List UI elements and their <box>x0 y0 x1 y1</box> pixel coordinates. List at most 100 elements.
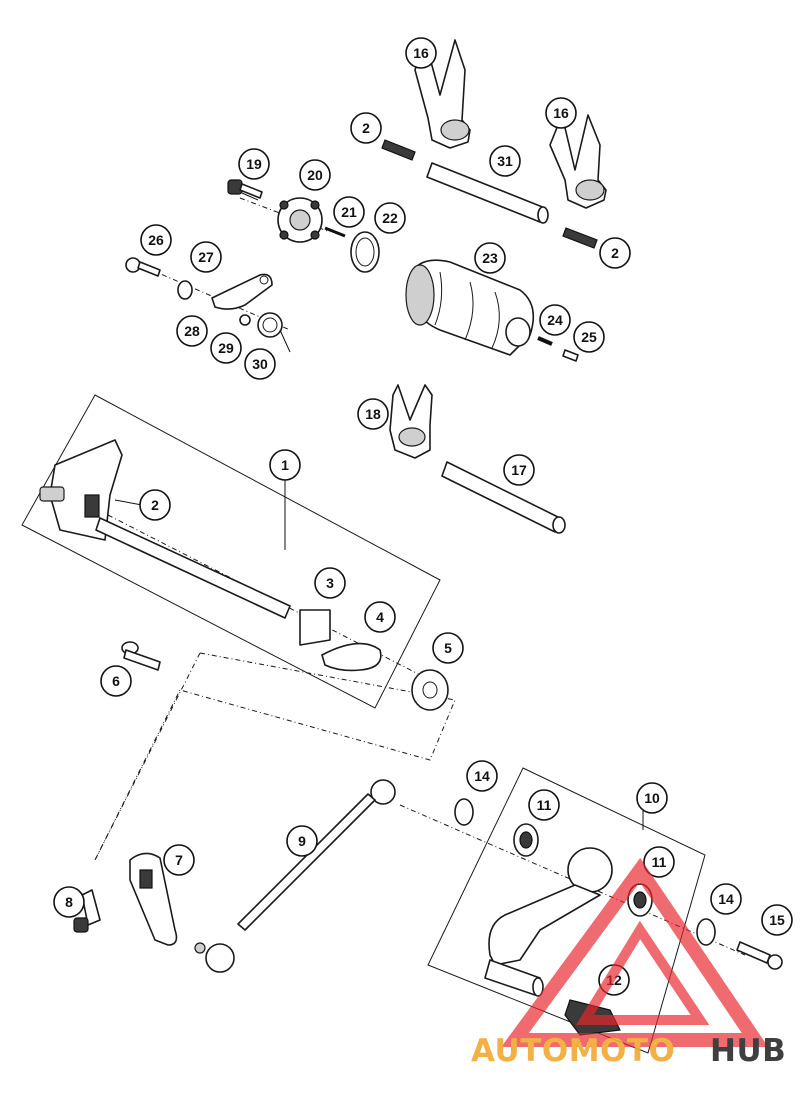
bolt-8 <box>73 889 101 933</box>
svg-text:16: 16 <box>553 105 569 121</box>
callout-10: 10 <box>636 782 668 814</box>
svg-text:2: 2 <box>362 120 370 136</box>
callout-14-upper: 14 <box>466 760 498 792</box>
svg-text:29: 29 <box>218 340 234 356</box>
spring-30 <box>257 312 291 353</box>
callout-6: 6 <box>100 665 132 697</box>
svg-text:15: 15 <box>769 912 785 928</box>
bolt-6 <box>121 641 161 671</box>
callout-1: 1 <box>269 449 301 481</box>
svg-text:4: 4 <box>376 609 384 625</box>
callout-19: 19 <box>238 148 270 180</box>
svg-text:8: 8 <box>65 894 73 910</box>
svg-text:22: 22 <box>382 210 398 226</box>
callout-11-lower: 11 <box>643 846 675 878</box>
watermark-logo: AUTOMOTO HUB <box>471 857 786 1069</box>
spring-4 <box>321 642 382 672</box>
svg-text:23: 23 <box>482 250 498 266</box>
svg-text:14: 14 <box>718 891 734 907</box>
shift-fork-upper-right <box>549 114 607 209</box>
callout-26: 26 <box>140 224 172 256</box>
callout-2-right: 2 <box>599 237 631 269</box>
callout-7: 7 <box>163 844 195 876</box>
callout-20: 20 <box>299 159 331 191</box>
watermark-text-automoto: AUTOMOTO <box>471 1033 675 1069</box>
callouts: 16 16 2 2 2 31 19 20 21 22 23 26 27 28 2… <box>53 37 793 996</box>
svg-text:18: 18 <box>365 406 381 422</box>
bearing-11-upper <box>513 823 539 857</box>
shift-drum <box>405 259 535 356</box>
shift-linkage-rod <box>194 779 396 973</box>
callout-29: 29 <box>210 332 242 364</box>
callout-22: 22 <box>374 202 406 234</box>
washer-5 <box>411 669 449 711</box>
svg-text:6: 6 <box>112 673 120 689</box>
watermark-text-hub: HUB <box>710 1033 786 1069</box>
svg-text:24: 24 <box>547 312 563 328</box>
callout-28: 28 <box>176 315 208 347</box>
callout-9: 9 <box>286 825 318 857</box>
callout-5: 5 <box>432 632 464 664</box>
svg-text:19: 19 <box>246 156 262 172</box>
washer-14-upper <box>454 798 474 826</box>
ring-22 <box>350 231 380 273</box>
svg-text:31: 31 <box>497 153 513 169</box>
fork-rod-lower <box>441 461 566 534</box>
callout-15: 15 <box>761 904 793 936</box>
callout-2-shaft: 2 <box>139 489 171 521</box>
spring-upper <box>381 139 416 161</box>
callout-25: 25 <box>573 321 605 353</box>
shift-pedal <box>484 847 613 997</box>
svg-text:11: 11 <box>537 797 552 813</box>
svg-text:26: 26 <box>148 232 164 248</box>
callout-16-upper: 16 <box>405 37 437 69</box>
shift-fork-upper <box>414 39 471 149</box>
pin-24 <box>537 336 553 346</box>
callout-23: 23 <box>474 242 506 274</box>
watermark-triangle-outer <box>501 857 769 1047</box>
callout-14-lower: 14 <box>710 883 742 915</box>
callout-11-upper: 11 <box>528 789 560 821</box>
watermark-triangle-inner <box>576 920 710 1025</box>
washer-14-lower <box>696 918 716 946</box>
bolt-15 <box>736 941 783 970</box>
svg-text:14: 14 <box>474 768 490 784</box>
leader-lines <box>114 192 644 830</box>
callout-16-lower: 16 <box>545 97 577 129</box>
callout-8: 8 <box>53 886 85 918</box>
callout-27: 27 <box>190 241 222 273</box>
svg-text:3: 3 <box>326 575 334 591</box>
fork-rod <box>426 162 549 224</box>
svg-text:10: 10 <box>644 790 660 806</box>
clip-3 <box>299 609 331 646</box>
spring-right <box>562 227 598 249</box>
svg-text:20: 20 <box>307 167 323 183</box>
callout-2-upper: 2 <box>350 112 382 144</box>
bearing-11-lower <box>627 883 653 917</box>
callout-17: 17 <box>503 454 535 486</box>
shift-shaft <box>39 439 291 619</box>
shift-fork-lower <box>389 384 433 459</box>
bolt-26 <box>125 257 161 277</box>
svg-text:16: 16 <box>413 45 429 61</box>
svg-text:25: 25 <box>581 329 597 345</box>
svg-text:2: 2 <box>151 497 159 513</box>
pin-25 <box>562 349 579 362</box>
shift-lever <box>129 852 178 946</box>
washer-29 <box>239 314 251 326</box>
svg-text:11: 11 <box>652 854 667 870</box>
svg-text:27: 27 <box>198 249 214 265</box>
svg-text:9: 9 <box>298 833 306 849</box>
callout-18: 18 <box>357 398 389 430</box>
callout-4: 4 <box>364 601 396 633</box>
svg-text:30: 30 <box>252 356 268 372</box>
callout-30: 30 <box>244 348 276 380</box>
lever-28 <box>211 273 273 310</box>
svg-text:2: 2 <box>611 245 619 261</box>
svg-text:1: 1 <box>281 457 289 473</box>
svg-text:21: 21 <box>341 204 357 220</box>
svg-text:17: 17 <box>511 462 527 478</box>
bolt-19 <box>227 179 263 199</box>
washer-27 <box>177 280 193 300</box>
